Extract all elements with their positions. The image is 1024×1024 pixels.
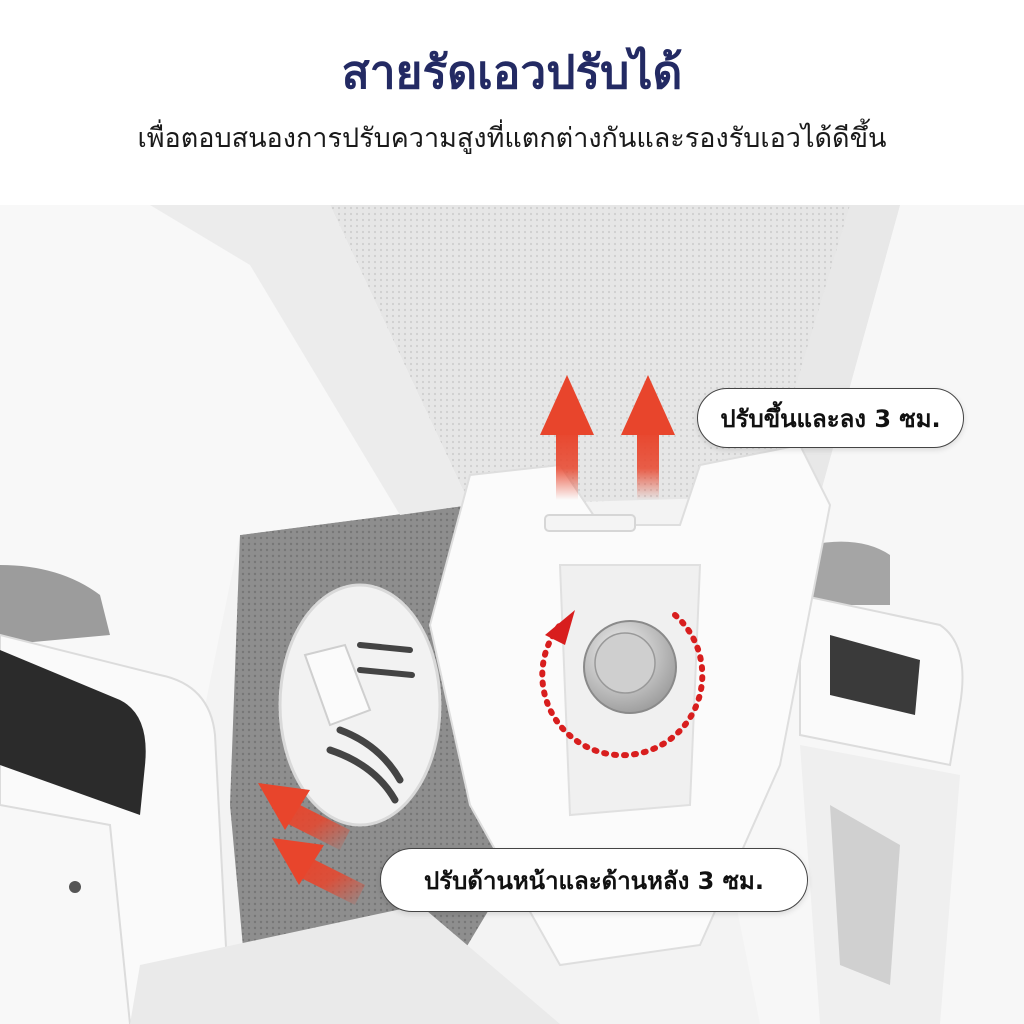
page-subtitle: เพื่อตอบสนองการปรับความสูงที่แตกต่างกันแ… [137,123,887,154]
up-arrow-icon [540,375,594,500]
depth-adjust-callout: ปรับด้านหน้าและด้านหลัง 3 ซม. [380,848,808,912]
vertical-adjust-callout: ปรับขึ้นและลง 3 ซม. [697,388,964,448]
forward-back-arrow-icon [258,783,350,850]
forward-back-arrow-icon [272,838,365,905]
up-arrow-icon [621,375,675,500]
rotation-arrow-icon [539,610,706,759]
page-title: สายรัดเอวปรับได้ [341,45,683,99]
